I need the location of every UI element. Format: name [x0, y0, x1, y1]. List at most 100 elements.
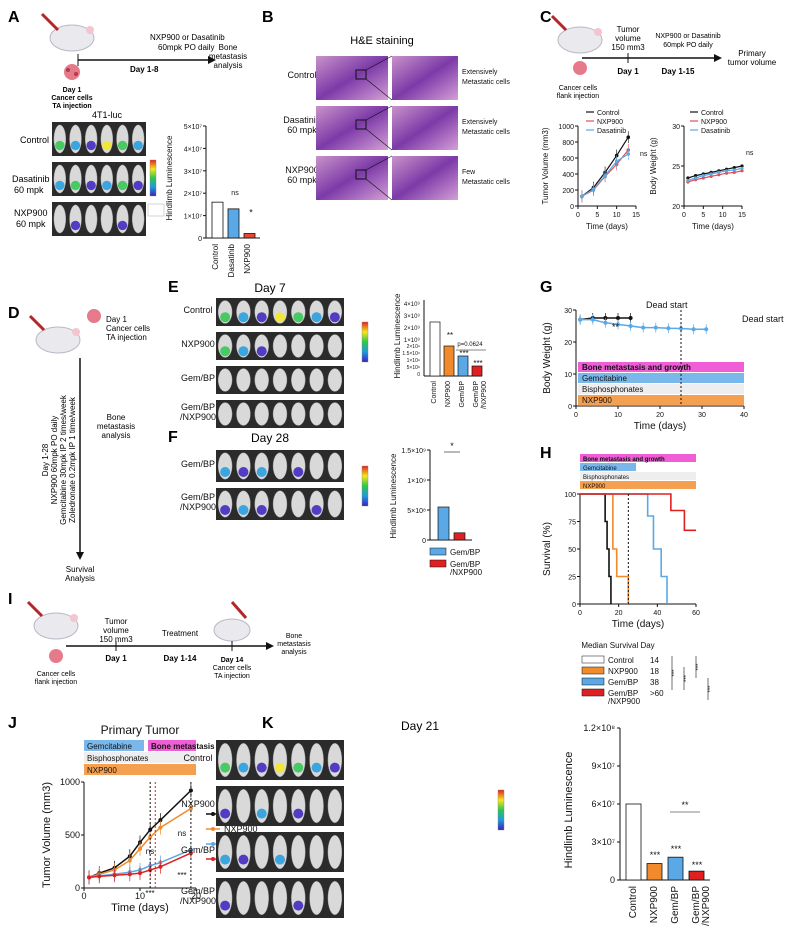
e-y-axis-label: Hindlimb Luminescence — [393, 293, 402, 378]
k-x-tick-label: /NXP900 — [701, 886, 712, 926]
e-mouse — [291, 334, 306, 358]
e-mouse — [254, 402, 269, 426]
panel-letter-b: B — [262, 9, 274, 26]
g-y-tick-label: 20 — [564, 340, 572, 347]
k-mouse — [327, 789, 343, 823]
c2-x-axis-label: Time (days) — [692, 222, 734, 231]
g-x-tick-label: 40 — [740, 412, 748, 419]
j-point — [87, 875, 92, 880]
c2-x-tick-label: 0 — [682, 212, 686, 219]
i-day-range: Day 1-14 — [164, 654, 197, 663]
e-mouse — [217, 368, 233, 392]
e-x-tick-label: Gem/BP — [459, 381, 466, 408]
a-treatment-line1: NXP900 or Dasatinib — [150, 33, 225, 42]
g-treatment-label: Bone metastasis and growth — [582, 363, 691, 372]
k-annotation: *** — [692, 860, 703, 870]
j-legend-marker — [211, 857, 215, 861]
k-title: Day 21 — [401, 719, 439, 733]
g-annotation-sig: ** — [612, 322, 620, 332]
d-side-text: Day 1-28 NXP900 60mpk PO daily Gemcitabi… — [41, 394, 77, 525]
h-median-label: /NXP900 — [608, 697, 641, 706]
k-mouse — [327, 835, 343, 869]
c1-y-tick-label: 1000 — [558, 124, 574, 131]
panel-letters: A B C D E F G H I J K — [8, 9, 552, 732]
e-mouse — [236, 402, 251, 426]
k-bar — [667, 856, 684, 881]
c-tumor-2: volume — [615, 34, 641, 43]
panel-letter-f: F — [168, 429, 178, 446]
c2-point — [740, 169, 744, 173]
g-treatment-label: Bisphosphonates — [582, 385, 643, 394]
e-signal — [293, 312, 304, 323]
c1-legend-label: Dasatinib — [597, 128, 626, 135]
i-treatment: Treatment — [162, 629, 199, 638]
a-outcome-1: Bone — [219, 43, 238, 52]
f-signal — [293, 467, 304, 477]
f-bar — [453, 532, 466, 541]
i-tumor-1: Tumor — [105, 617, 128, 626]
e-signal — [256, 346, 267, 357]
panel-letter-d: D — [8, 305, 20, 322]
a-day-range: Day 1-8 — [130, 65, 159, 74]
i-day14-2: Cancer cells — [213, 665, 252, 672]
c2-y-tick-label: 30 — [672, 124, 680, 131]
h-survival-curve — [580, 493, 668, 604]
g-y-axis-label: Body Weight (g) — [542, 322, 553, 394]
k-signal — [220, 900, 231, 911]
j-series-line — [88, 807, 192, 879]
c2-x-tick-label: 15 — [738, 212, 746, 219]
c1-x-axis-label: Time (days) — [586, 222, 628, 231]
j-legend-marker — [211, 827, 215, 831]
c2-legend-label: Control — [701, 110, 724, 117]
a-ivis-image-nxp900 — [52, 202, 146, 236]
c2-point — [694, 174, 698, 178]
k-signal — [238, 854, 249, 865]
h-sig-label: *** — [696, 663, 702, 671]
e-row-label: Control — [183, 305, 212, 315]
d-day1-2: Cancer cells — [106, 324, 150, 333]
k-mouse — [309, 881, 324, 915]
panel-c: Tumor volume 150 mm3 NXP900 or Dasatinib… — [541, 14, 777, 231]
a-row-label-control: Control — [20, 135, 49, 145]
tumor-cells-icon — [64, 64, 80, 80]
a-control-signal — [55, 140, 65, 151]
a-control-signal — [117, 140, 128, 151]
k-x-tick-label: Gem/BP — [670, 886, 681, 924]
c1-y-axis-label: Tumor Volume (mm3) — [541, 127, 550, 204]
j-point — [158, 825, 163, 830]
c1-y-tick-label: 0 — [570, 204, 574, 211]
c2-x-tick-label: 10 — [719, 212, 727, 219]
j-treatment-label: Bone metastasis and growth — [151, 742, 260, 751]
a-colorbar-box — [147, 203, 165, 217]
e-y-tick-label: 1×10⁹ — [404, 337, 421, 344]
i-cells-1: Cancer cells — [37, 671, 76, 678]
j-legend-label: NXP900 — [224, 824, 258, 834]
e-y-tick-label: 3×10⁹ — [404, 313, 421, 320]
k-mouse — [254, 835, 269, 869]
c-treatment-1: NXP900 or Dasatinib — [655, 33, 720, 40]
g-point — [616, 322, 620, 327]
a-control-signal — [70, 140, 81, 151]
f-signal — [220, 467, 231, 477]
g-treatment-label: Gemcitabine — [582, 374, 627, 383]
f-signal — [238, 505, 249, 515]
k-colorbar — [497, 789, 505, 831]
c2-point — [717, 173, 721, 177]
j-annotation-sig: *** — [177, 871, 186, 880]
j-point — [127, 872, 132, 877]
k-signal — [238, 762, 249, 773]
h-x-tick-label: 20 — [615, 610, 623, 617]
k-signal — [293, 762, 304, 773]
e-y-tick-label: 2×10⁹ — [404, 325, 421, 332]
d-bone-1: Bone — [107, 413, 126, 422]
f-mouse — [309, 452, 324, 480]
a-y-tick-label: 5×10⁷ — [184, 124, 203, 131]
a-nxp900-mouse — [85, 204, 98, 234]
k-signal — [329, 762, 340, 773]
f-row-label: /NXP900 — [180, 502, 216, 512]
j-point — [158, 818, 163, 823]
g-y-tick-label: 30 — [564, 308, 572, 315]
a-y-tick-label: 2×10⁷ — [184, 191, 203, 198]
